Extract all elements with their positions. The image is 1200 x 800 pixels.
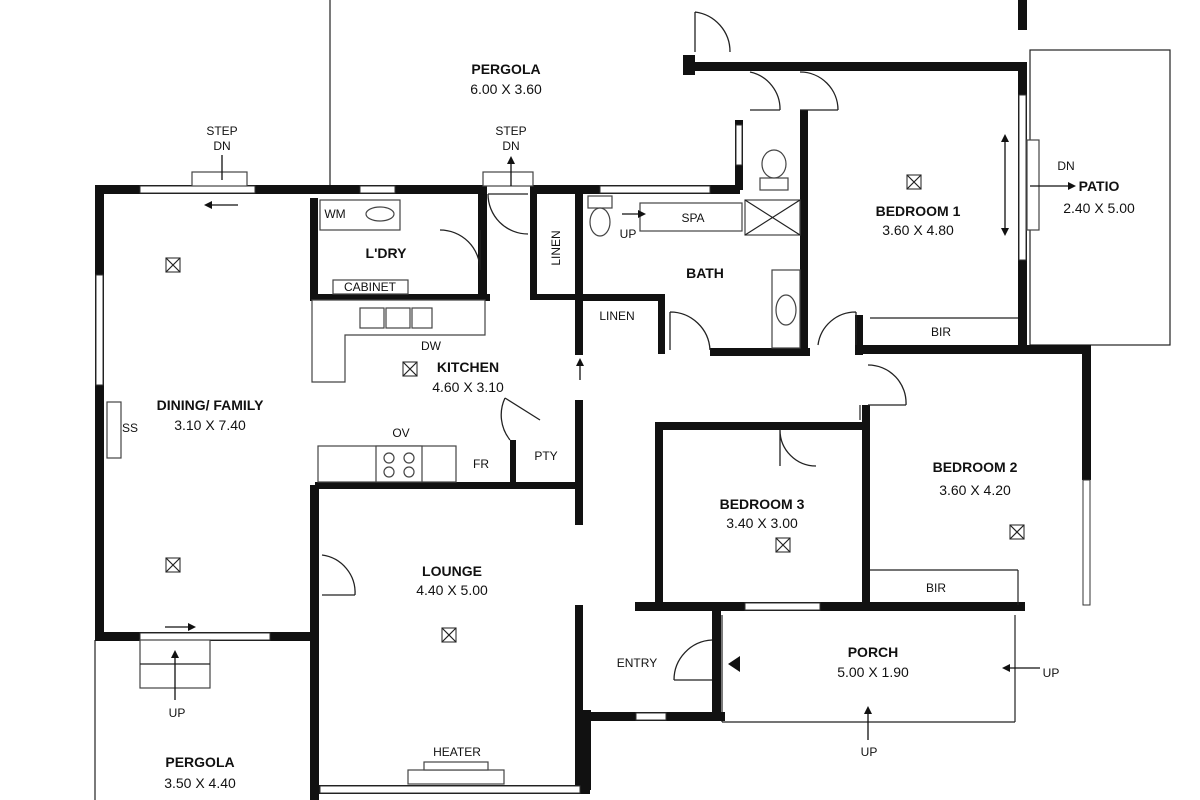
pergola-door (694, 11, 731, 53)
bedroom1-dims: 3.60 X 4.80 (882, 222, 954, 238)
sink-right (385, 307, 411, 329)
linen-label: LINEN (599, 309, 634, 323)
doors (321, 11, 907, 681)
bedroom3-dims: 3.40 X 3.00 (726, 515, 798, 531)
lounge-name: LOUNGE (422, 563, 482, 579)
bath-name: BATH (686, 265, 724, 281)
laundry-bench (319, 199, 401, 231)
bed1-door (817, 311, 857, 346)
bedroom1-name: BEDROOM 1 (876, 203, 961, 219)
kitchen-dims: 4.60 X 3.10 (432, 379, 504, 395)
arrows (165, 134, 1076, 740)
ov-label: OV (392, 426, 409, 440)
fixture-labels: STEP DN STEP DN WM CABINET LINEN LINEN S… (122, 124, 1075, 759)
detector-bed2 (1009, 524, 1025, 540)
pergola-bottom-name: PERGOLA (165, 754, 234, 770)
kitchen-name: KITCHEN (437, 359, 499, 375)
laundry-tub (365, 206, 395, 222)
bir-bed1-label: BIR (931, 325, 951, 339)
windows (95, 94, 1091, 794)
spa-label: SPA (681, 211, 704, 225)
spa-bath (639, 202, 743, 232)
patio-name: PATIO (1079, 178, 1120, 194)
room-labels: PERGOLA 6.00 X 3.60 BEDROOM 1 3.60 X 4.8… (157, 61, 1135, 791)
laundry-door (439, 229, 481, 271)
dining-name: DINING/ FAMILY (157, 397, 264, 413)
pergola-top-dims: 6.00 X 3.60 (470, 81, 542, 97)
wc-door-1 (749, 71, 781, 111)
detector-bed3 (775, 537, 791, 553)
wm-label: WM (324, 207, 345, 221)
drainer (411, 307, 433, 329)
up-pergola-label: UP (169, 706, 186, 720)
step-left (191, 171, 248, 187)
entry-label: ENTRY (617, 656, 657, 670)
up-porch-bottom-label: UP (861, 745, 878, 759)
porch-name: PORCH (848, 644, 899, 660)
bedroom2-name: BEDROOM 2 (933, 459, 1018, 475)
linen-vertical-label: LINEN (549, 230, 563, 265)
detector-bed1 (906, 174, 922, 190)
wc-door-2 (799, 71, 839, 111)
entry-door (673, 639, 713, 681)
dn-patio-label: DN (1057, 159, 1074, 173)
ss-unit (106, 401, 122, 459)
step-dn-mid-label-2: DN (502, 139, 519, 153)
lounge-dims: 4.40 X 5.00 (416, 582, 488, 598)
patio-dims: 2.40 X 5.00 (1063, 200, 1135, 216)
toilet-wc (761, 149, 787, 179)
laundry-name: L'DRY (366, 245, 408, 261)
bir-bed2-label: BIR (926, 581, 946, 595)
up-porch-right-label: UP (1043, 666, 1060, 680)
bed3-door (779, 429, 817, 467)
sink-left (359, 307, 385, 329)
dining-dims: 3.10 X 7.40 (174, 417, 246, 433)
fr-label: FR (473, 457, 489, 471)
cooktop (375, 445, 423, 483)
bedroom2-dims: 3.60 X 4.20 (939, 482, 1011, 498)
smoke-detectors (165, 174, 1025, 643)
detector-dining-top (165, 257, 181, 273)
bedroom3-name: BEDROOM 3 (720, 496, 805, 512)
pergola-top-name: PERGOLA (471, 61, 540, 77)
up-bath-label: UP (620, 227, 637, 241)
bath-door (669, 311, 711, 351)
kitchen-step-door (487, 193, 529, 235)
fixtures (106, 139, 1040, 785)
detector-dining-bottom (165, 557, 181, 573)
heater-label: HEATER (433, 745, 481, 759)
porch-dims: 5.00 X 1.90 (837, 664, 909, 680)
entry-marker (728, 656, 740, 672)
step-dn-left-label-2: DN (213, 139, 230, 153)
lounge-door (321, 554, 356, 596)
kitchen-bench (311, 299, 486, 383)
cabinet (332, 279, 409, 295)
cabinet-label: CABINET (344, 280, 397, 294)
pantry-door (500, 397, 541, 441)
detector-kitchen (402, 361, 418, 377)
detector-lounge (441, 627, 457, 643)
pty-label: PTY (534, 449, 557, 463)
toilet-bath (589, 207, 611, 237)
step-dn-mid-label-1: STEP (495, 124, 526, 138)
bed2-door (867, 364, 907, 406)
step-dn-left-label-1: STEP (206, 124, 237, 138)
dw-label: DW (421, 339, 442, 353)
pergola-bottom-dims: 3.50 X 4.40 (164, 775, 236, 791)
ss-label: SS (122, 421, 138, 435)
heater-unit (407, 769, 505, 785)
step-mid (482, 171, 534, 187)
